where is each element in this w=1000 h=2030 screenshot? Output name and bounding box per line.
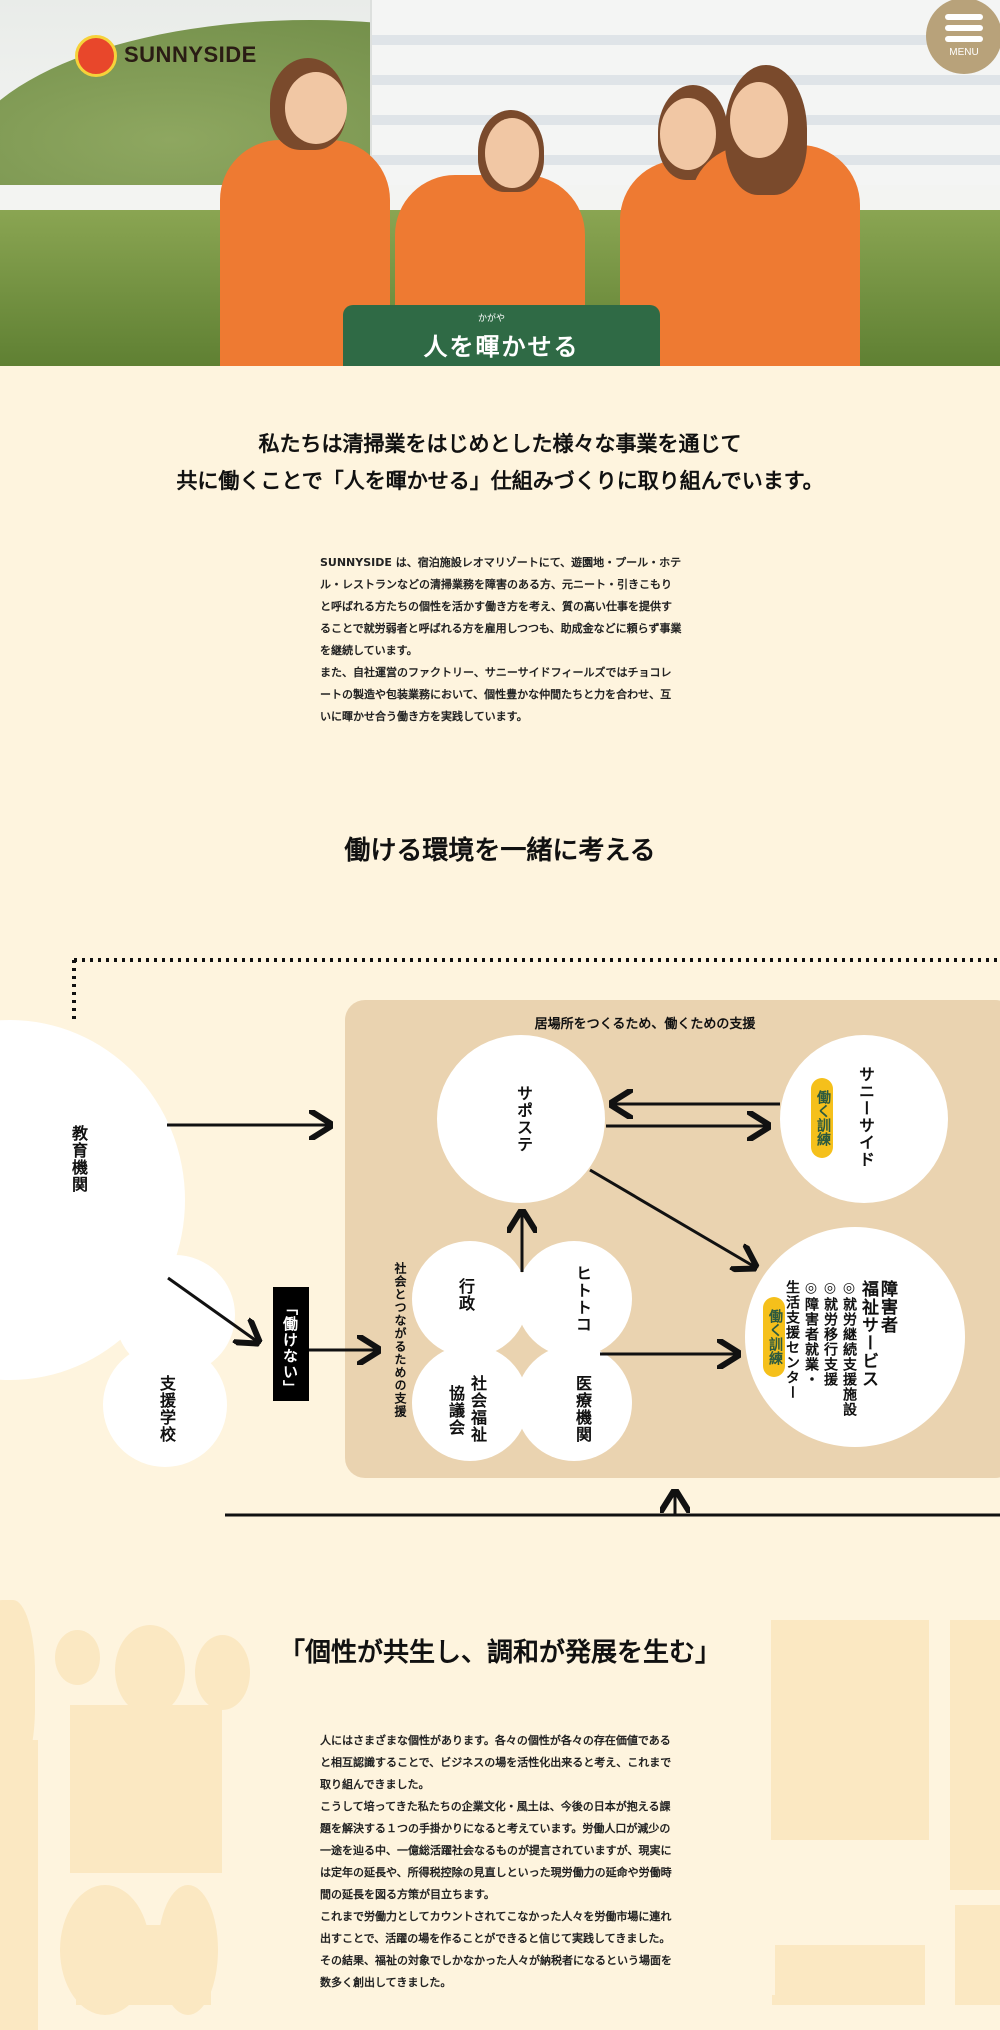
decor-shape: [955, 1905, 1000, 2005]
hamburger-icon-bar: [945, 25, 983, 31]
decor-shape: [0, 1740, 38, 2030]
menu-button[interactable]: MENU: [926, 0, 1000, 74]
sign-ruby: かがや: [478, 314, 506, 324]
harmony-paragraph: 人にはさまざまな個性があります。各々の個性が各々の存在価値であると相互認識するこ…: [320, 1734, 672, 1989]
welfare-circle: [745, 1227, 965, 1447]
label-cannot-work: 「働けない」: [281, 1300, 299, 1396]
welfare-line: ◎就労移行支援: [822, 1280, 838, 1387]
training-badge: 働く訓練: [763, 1297, 785, 1377]
welfare-line: 障害者: [877, 1280, 897, 1334]
saposute-circle: [437, 1035, 605, 1203]
training-badge: 働く訓練: [811, 1078, 833, 1158]
intro-headline-2: 共に働くことで「人を暉かせる」仕組みづくりに取り組んでいます。: [176, 469, 824, 493]
label-support-school: 支援学校: [157, 1375, 176, 1443]
welfare-line: 生活支援センター: [784, 1280, 800, 1400]
welfare-line: ◎障害者就業・: [803, 1280, 819, 1387]
logo-text[interactable]: SUNNYSIDE: [124, 42, 257, 67]
decor-shape: [771, 1620, 929, 1840]
arrow: [589, 1168, 755, 1267]
face: [660, 98, 716, 170]
hamburger-icon: [945, 14, 983, 20]
decor-shape: [55, 1630, 100, 1685]
hamburger-icon-bar: [945, 36, 983, 42]
hero-sign: かがや 人を暉かせる: [343, 305, 660, 366]
cannot-work-box: [273, 1287, 309, 1401]
decor-shape: [772, 1995, 822, 2005]
arrow: [167, 1276, 258, 1342]
sign-text: 人を暉かせる: [423, 333, 580, 361]
intro-headline-1: 私たちは清掃業をはじめとした様々な事業を通じて: [258, 432, 742, 456]
logo-sun-icon[interactable]: [75, 35, 117, 77]
hero-image: かがや 人を暉かせる: [0, 0, 1000, 366]
panel-side-label: 社会とつながるための支援: [393, 1262, 407, 1418]
harmony-title: 「個性が共生し、調和が発展を生む」: [278, 1638, 721, 1668]
label-hitotoko: ヒトトコ: [573, 1265, 592, 1333]
diagram-title: 働ける環境を一緒に考える: [344, 836, 656, 866]
intro-paragraph: SUNNYSIDE は、宿泊施設レオマリゾートにて、遊園地・プール・ホテル・レス…: [320, 556, 682, 723]
welfare-line: 福祉サービス: [858, 1280, 878, 1388]
welfare-line: ◎就労継続支援施設: [841, 1280, 857, 1417]
label-gyosei: 行政: [456, 1278, 475, 1312]
menu-label: MENU: [949, 47, 979, 58]
education-blob: [115, 1255, 235, 1375]
label-welfare: 障害者 福祉サービス ◎就労継続支援施設 ◎就労移行支援 ◎障害者就業・ 生活支…: [782, 1280, 897, 1420]
label-saposute: サポステ: [514, 1085, 533, 1153]
panel-top-label: 居場所をつくるため、働くための支援: [534, 1017, 756, 1032]
decor-shape: [950, 1620, 1000, 1890]
face: [485, 118, 539, 188]
decor-shape: [76, 1925, 211, 2005]
label-shakyo-1: 社会福祉: [468, 1375, 487, 1443]
label-education: 教育機関: [69, 1125, 88, 1193]
label-iryo: 医療機関: [573, 1375, 592, 1443]
decor-shape: [115, 1625, 185, 1715]
face: [730, 82, 788, 158]
label-shakyo-2: 協議会: [446, 1385, 465, 1436]
support-school-circle: [103, 1343, 227, 1467]
face: [285, 72, 347, 144]
clover-shape: [412, 1241, 632, 1461]
decor-shape: [70, 1705, 222, 1873]
label-sunnyside: サニーサイド: [856, 1066, 875, 1168]
sunnyside-circle: [780, 1035, 948, 1203]
decor-shape: [195, 1635, 250, 1710]
